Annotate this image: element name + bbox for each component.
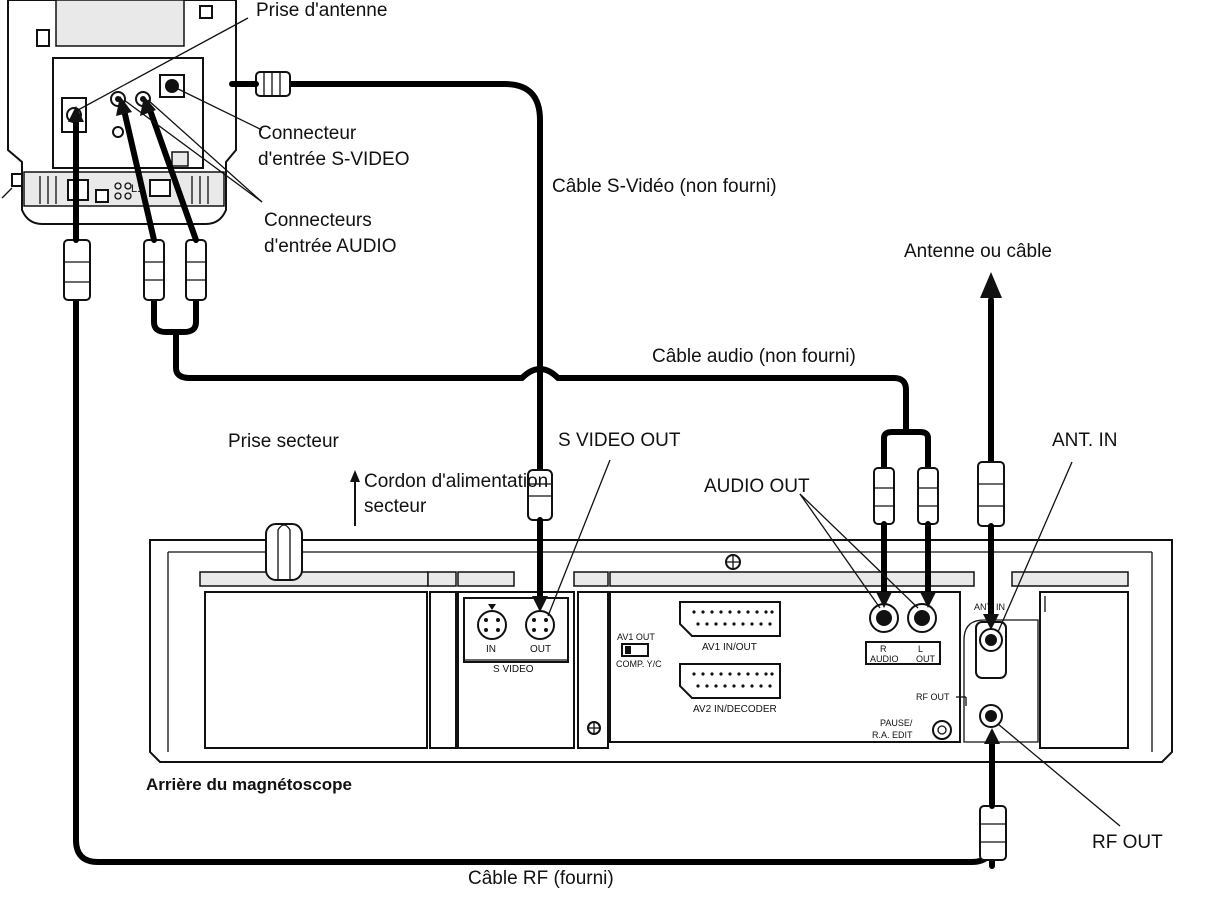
label-audio-out: AUDIO OUT — [704, 476, 810, 497]
label-audio-in-1: Connecteurs — [264, 210, 372, 231]
rf-out-panel-label: RF OUT — [916, 692, 950, 702]
label-rf-out: RF OUT — [1092, 832, 1163, 853]
audio-l-label: L — [918, 644, 923, 654]
svideo-panel-label: S VIDEO — [493, 664, 534, 675]
label-antenna-or-cable: Antenne ou câble — [904, 241, 1052, 262]
power-cord-arrow — [350, 470, 360, 526]
audio-r-label: R — [880, 644, 887, 654]
audio-cable — [116, 96, 939, 608]
label-audio-in-2: d'entrée AUDIO — [264, 236, 396, 257]
pause-label-1: PAUSE/ — [880, 718, 913, 728]
label-rf-cable: Câble RF (fourni) — [468, 868, 614, 889]
svideo-out-label: OUT — [530, 644, 551, 655]
label-audio-cable: Câble audio (non fourni) — [652, 346, 856, 367]
av1-out-label: AV1 OUT — [617, 632, 655, 642]
av1-inout-label: AV1 IN/OUT — [702, 642, 757, 653]
label-mains-outlet: Prise secteur — [228, 431, 340, 452]
label-power-cord-2: secteur — [364, 496, 427, 517]
audio-panel-label: AUDIO — [870, 654, 899, 664]
label-svideo-out: S VIDEO OUT — [558, 430, 681, 451]
svideo-in-label: IN — [486, 644, 496, 655]
label-antenna-jack: Prise d'antenne — [256, 0, 387, 21]
label-svideo-in-2: d'entrée S-VIDEO — [258, 149, 409, 170]
rf-cable — [63, 106, 1007, 869]
label-svideo-cable: Câble S-Vidéo (non fourni) — [552, 176, 777, 197]
label-ant-in: ANT. IN — [1052, 430, 1117, 451]
av2-indecoder-label: AV2 IN/DECODER — [693, 704, 777, 715]
label-svideo-in-1: Connecteur — [258, 123, 357, 144]
antenna-cable — [977, 272, 1005, 630]
label-power-cord-1: Cordon d'alimentation — [364, 471, 548, 492]
pointer-lines — [77, 17, 1121, 827]
label-vcr-rear: Arrière du magnétoscope — [146, 775, 352, 794]
comp-yc-label: COMP. Y/C — [616, 659, 662, 669]
vcr-rear: IN OUT S VIDEO AV1 OUT COMP. Y/C AV1 IN/… — [149, 523, 1173, 763]
svideo-cable — [229, 71, 553, 612]
audio-out-panel-label: OUT — [916, 654, 936, 664]
pause-label-2: R.A. EDIT — [872, 730, 913, 740]
